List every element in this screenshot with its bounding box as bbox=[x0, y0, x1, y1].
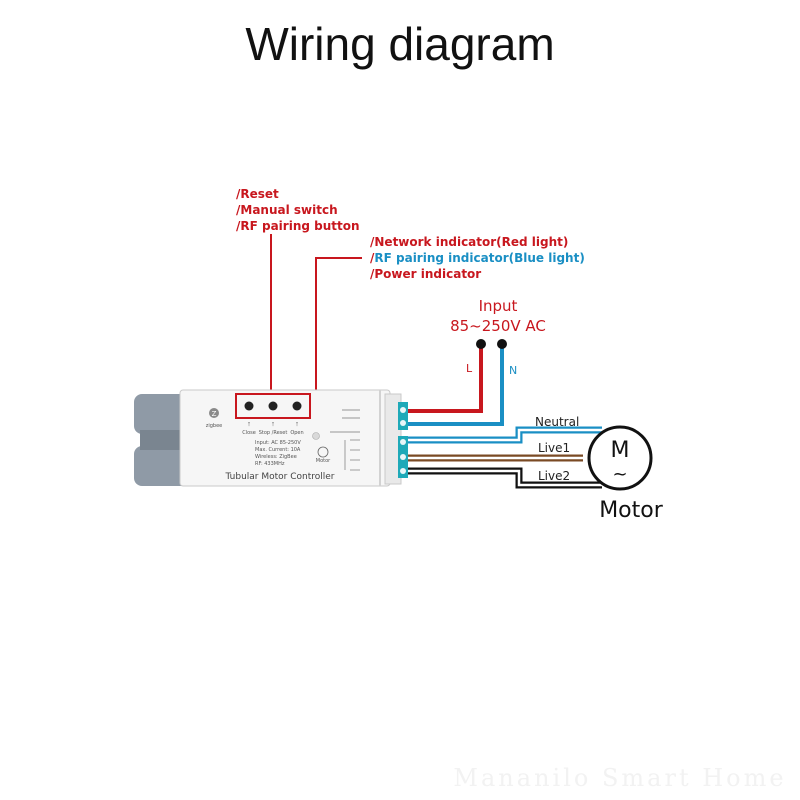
neutral-wire-outline bbox=[405, 426, 602, 444]
reset-label: /Reset bbox=[236, 187, 279, 201]
diagram-title: Wiring diagram bbox=[245, 18, 554, 70]
close-button[interactable] bbox=[244, 401, 254, 411]
close-button-label: Close bbox=[242, 430, 256, 436]
live2-wire-core bbox=[405, 469, 602, 487]
live1-wire-label: Live1 bbox=[538, 441, 570, 455]
zigbee-logo-icon bbox=[209, 408, 219, 418]
device-end-cap-upper bbox=[134, 394, 194, 434]
terminal-screw-3 bbox=[400, 439, 406, 445]
neutral-input-dot bbox=[497, 339, 507, 349]
input-voltage-label: 85~250V AC bbox=[450, 317, 546, 335]
device-motor-symbol bbox=[317, 446, 329, 458]
neutral-input-wire bbox=[405, 346, 504, 426]
spec-current: Max. Current: 10A bbox=[255, 447, 301, 453]
power-indicator-label: /Power indicator bbox=[370, 267, 481, 281]
live-input-wire bbox=[405, 346, 483, 413]
stop-reset-button[interactable] bbox=[268, 401, 278, 411]
spec-input: Input: AC 85-250V bbox=[255, 440, 301, 446]
live-terminal-letter: L bbox=[466, 362, 473, 375]
terminal-screw-1 bbox=[400, 407, 406, 413]
live2-wire-outline bbox=[405, 467, 602, 489]
terminal-screw-4 bbox=[400, 454, 406, 460]
live2-wire-label: Live2 bbox=[538, 469, 570, 483]
neutral-wire-label: Neutral bbox=[535, 415, 579, 429]
arrow-up-icon: ↑ bbox=[295, 421, 299, 428]
button-labels: /Reset /Manual switch /RF pairing button bbox=[236, 187, 360, 233]
neutral-terminal-letter: N bbox=[509, 364, 517, 377]
indicator-pointer-line bbox=[315, 257, 362, 430]
neutral-wire-core bbox=[405, 428, 602, 442]
stop-reset-button-label: Stop /Reset bbox=[259, 430, 288, 436]
device-brand: zigbee bbox=[206, 423, 223, 429]
controller-device: Z zigbee ↑ ↑ ↑ Close Stop /Reset Open In… bbox=[134, 389, 408, 487]
device-name: Tubular Motor Controller bbox=[225, 472, 335, 482]
arrow-up-icon: ↑ bbox=[271, 421, 275, 428]
live-input-dot bbox=[476, 339, 486, 349]
device-schematic bbox=[330, 409, 360, 471]
watermark: Mananilo Smart Home bbox=[453, 764, 786, 792]
arrow-up-icon: ↑ bbox=[247, 421, 251, 428]
input-label: Input bbox=[479, 297, 518, 315]
indicator-labels: /Network indicator(Red light) /RF pairin… bbox=[370, 235, 585, 281]
device-motor-text: Motor bbox=[316, 458, 331, 464]
manual-switch-label: /Manual switch bbox=[236, 203, 338, 217]
motor-symbol bbox=[587, 425, 653, 491]
spec-rf: RF: 433MHz bbox=[255, 461, 285, 467]
motor-symbol-m: M bbox=[611, 438, 630, 463]
terminal-block-input bbox=[398, 402, 408, 430]
device-end-cap-lower bbox=[134, 446, 194, 486]
terminal-screw-5 bbox=[400, 468, 406, 474]
open-button[interactable] bbox=[292, 401, 302, 411]
spec-wireless: Wireless: ZigBee bbox=[255, 454, 297, 460]
zigbee-logo-z: Z bbox=[212, 410, 217, 418]
indicator-led bbox=[312, 432, 320, 440]
rf-indicator-text: RF pairing indicator(Blue light) bbox=[374, 251, 584, 265]
terminal-screw-2 bbox=[400, 420, 406, 426]
open-button-label: Open bbox=[290, 430, 303, 436]
network-indicator-label: /Network indicator(Red light) bbox=[370, 235, 568, 249]
rf-pairing-button-label: /RF pairing button bbox=[236, 219, 360, 233]
rf-pairing-indicator-label: /RF pairing indicator(Blue light) bbox=[370, 251, 585, 265]
motor-label: Motor bbox=[599, 498, 664, 523]
motor-symbol-tilde: ~ bbox=[612, 464, 627, 485]
button-group-highlight bbox=[235, 393, 311, 419]
